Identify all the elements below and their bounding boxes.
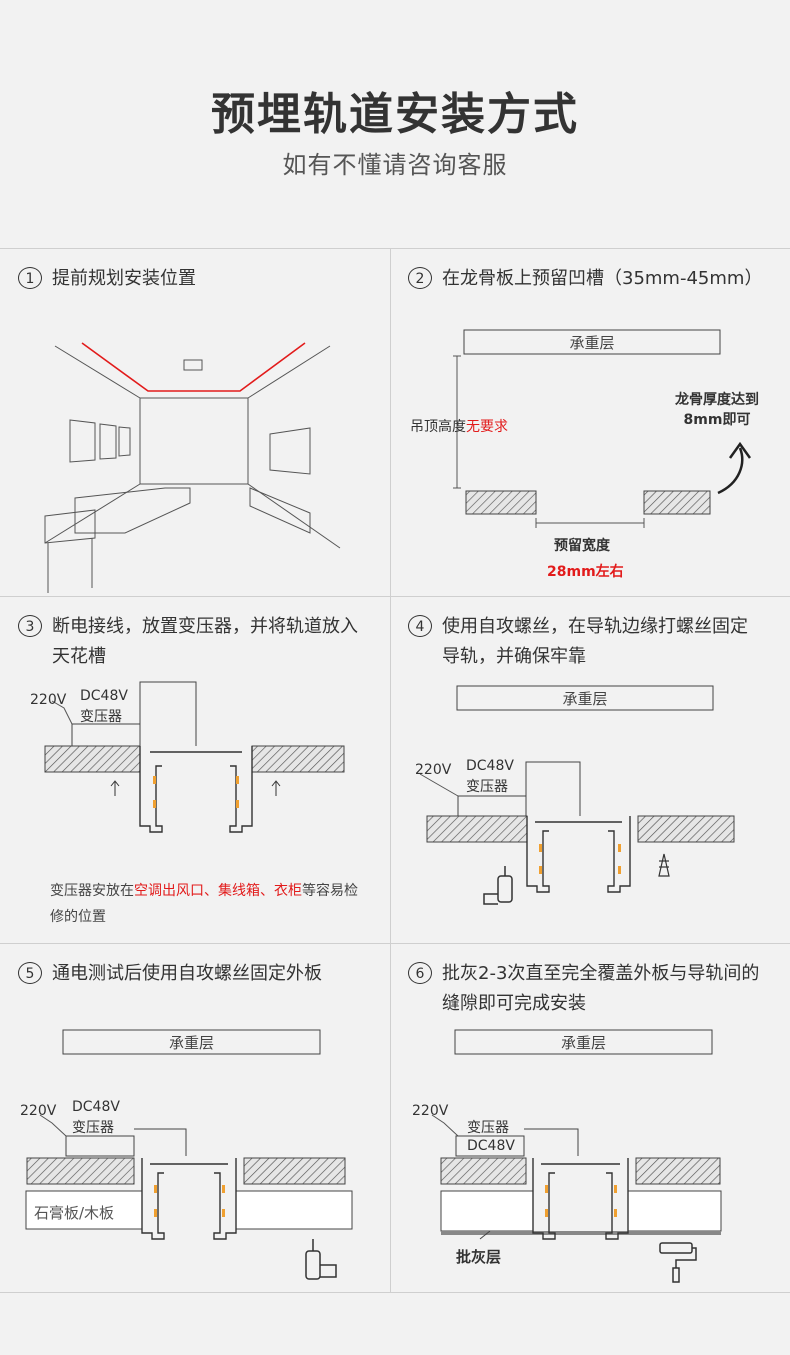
voltage-label: 220V	[415, 762, 452, 778]
transformer-label: 变压器	[72, 1120, 114, 1136]
step-text: 在龙骨板上预留凹槽（35mm-45mm）	[442, 268, 763, 289]
step-panel-2: 2 在龙骨板上预留凹槽（35mm-45mm） 承重层 吊顶高度无要求 龙骨厚度达…	[390, 248, 780, 596]
transformer-note: 变压器安放在空调出风口、集线箱、衣柜等容易检修的位置	[50, 883, 358, 925]
divider	[0, 248, 790, 249]
paint-roller-icon	[659, 1242, 697, 1283]
step-text: 通电测试后使用自攻螺丝固定外板	[52, 963, 322, 984]
room-illustration	[44, 342, 341, 593]
divider-vertical	[390, 248, 391, 1293]
divider	[0, 1292, 790, 1293]
step-panel-4: 4 使用自攻螺丝，在导轨边缘打螺丝固定导轨，并确保牢靠 承重层 220V	[390, 596, 780, 943]
dc48v-label: DC48V	[80, 688, 128, 704]
divider	[0, 943, 790, 944]
step-heading: 3 断电接线，放置变压器，并将轨道放入天花槽	[18, 612, 380, 672]
board-diagram	[25, 1029, 353, 1280]
voltage-label: 220V	[412, 1103, 449, 1119]
keel-thickness-label: 龙骨厚度达到 8mm即可	[675, 392, 759, 428]
step-number: 4	[408, 615, 432, 637]
step-panel-6: 6 批灰2-3次直至完全覆盖外板与导轨间的缝隙即可完成安装 承重层 220V 变…	[390, 943, 780, 1292]
page-subtitle: 如有不懂请咨询客服	[282, 151, 508, 179]
step-heading: 2 在龙骨板上预留凹槽（35mm-45mm）	[408, 264, 770, 294]
step-panel-3: 3 断电接线，放置变压器，并将轨道放入天花槽 220V DC48V 变压器 变压…	[0, 596, 390, 943]
groove-diagram	[453, 329, 752, 528]
transformer-label: 变压器	[466, 779, 508, 795]
load-layer-label: 承重层	[569, 334, 615, 352]
board-label: 石膏板/木板	[34, 1204, 115, 1222]
step-text: 提前规划安装位置	[52, 268, 196, 289]
voltage-label: 220V	[30, 692, 67, 708]
step-panel-5: 5 通电测试后使用自攻螺丝固定外板 承重层 220V DC48V 变压器 石膏板…	[0, 943, 390, 1292]
page-title: 预埋轨道安装方式	[211, 89, 579, 140]
voltage-label: 220V	[20, 1103, 57, 1119]
reserved-width-label: 预留宽度	[554, 538, 610, 554]
drill-icon	[305, 1239, 337, 1280]
dc48v-label: DC48V	[466, 758, 514, 774]
step-heading: 4 使用自攻螺丝，在导轨边缘打螺丝固定导轨，并确保牢靠	[408, 612, 770, 672]
putty-diagram	[431, 1029, 722, 1283]
divider	[0, 596, 790, 597]
step-number: 6	[408, 962, 432, 984]
step-text: 使用自攻螺丝，在导轨边缘打螺丝固定导轨，并确保牢靠	[442, 616, 748, 667]
ceiling-height-label: 吊顶高度无要求	[410, 419, 508, 435]
screw-diagram	[419, 685, 735, 905]
dc48v-label: DC48V	[72, 1099, 120, 1115]
step-heading: 1 提前规划安装位置	[18, 264, 380, 294]
load-layer-label: 承重层	[168, 1034, 214, 1052]
step-number: 5	[18, 962, 42, 984]
transformer-label: 变压器	[467, 1120, 509, 1136]
dc48v-label: DC48V	[467, 1138, 515, 1154]
transformer-diagram	[44, 681, 345, 833]
transformer-label: 变压器	[80, 709, 122, 725]
step-heading: 6 批灰2-3次直至完全覆盖外板与导轨间的缝隙即可完成安装	[408, 959, 770, 1019]
step-number: 1	[18, 267, 42, 289]
putty-layer-label: 批灰层	[456, 1248, 502, 1266]
reserved-width-value: 28mm左右	[547, 564, 624, 580]
load-layer-label: 承重层	[562, 690, 608, 708]
step-panel-1: 1 提前规划安装位置	[0, 248, 390, 596]
step-number: 3	[18, 615, 42, 637]
screw-icon	[658, 853, 670, 877]
load-layer-label: 承重层	[560, 1034, 606, 1052]
step-heading: 5 通电测试后使用自攻螺丝固定外板	[18, 959, 380, 989]
step-text: 批灰2-3次直至完全覆盖外板与导轨间的缝隙即可完成安装	[442, 963, 760, 1014]
step-number: 2	[408, 267, 432, 289]
step-text: 断电接线，放置变压器，并将轨道放入天花槽	[52, 616, 358, 667]
drill-icon	[483, 866, 513, 905]
